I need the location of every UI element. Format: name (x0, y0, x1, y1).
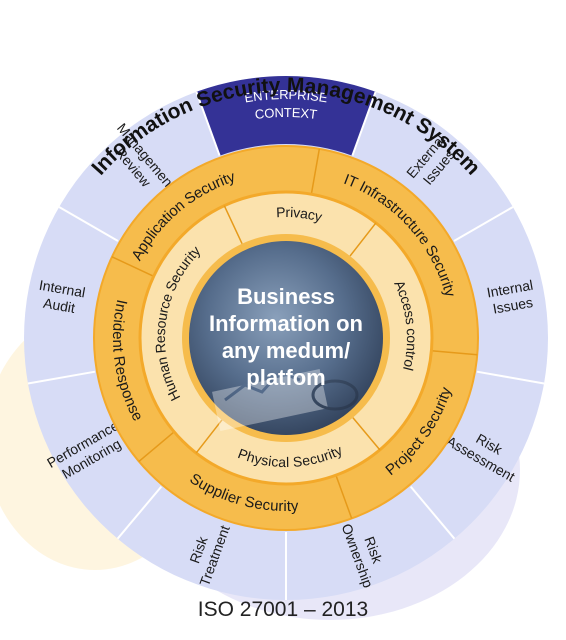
middle-ring-divider (138, 431, 175, 462)
inner-ring-label-privacy: Privacy (276, 204, 324, 225)
inner-ring-dividers (195, 205, 381, 454)
center-text-line-2: Information on (209, 311, 363, 336)
inner-ring-divider (195, 419, 223, 454)
middle-ring-dividers (111, 148, 478, 519)
outer-ring-divider (453, 206, 514, 242)
inner-ring-divider (223, 205, 243, 245)
outer-ring-divider (116, 485, 163, 540)
center-text-line-1: Business (237, 284, 335, 309)
middle-ring-divider (335, 474, 353, 519)
center-text-line-4: platfom (246, 365, 325, 390)
outer-ring-divider (195, 91, 221, 157)
outer-ring-divider (476, 370, 545, 385)
footer-standard: ISO 27001 – 2013 (197, 598, 369, 621)
segment-label-line: Internal (485, 277, 534, 301)
outer-ring-divider (27, 370, 96, 385)
center-image-decoration (212, 369, 359, 431)
middle-ring-border (93, 145, 479, 531)
middle-ring-divider (310, 148, 321, 195)
outer-ring-segment-enterprise-context[interactable] (196, 76, 376, 156)
outer-ring-divider (409, 485, 456, 540)
segment-label-line: Internal (38, 277, 87, 301)
segment-label-line-context: CONTEXT (254, 105, 318, 122)
segment-label-line: Audit (42, 295, 76, 316)
middle-ring-divider (431, 349, 478, 356)
segment-label-line: Issues (491, 294, 534, 317)
center-image (189, 241, 383, 435)
inner-ring-divider (352, 417, 381, 451)
outer-ring-divider (351, 91, 377, 157)
inner-ring-border (138, 190, 434, 486)
center-text-line-3: any medum/ (222, 338, 350, 363)
inner-ring-divider (349, 222, 377, 257)
outer-ring-dividers (27, 91, 545, 600)
middle-ring-divider (111, 256, 154, 277)
outer-ring-divider (58, 206, 119, 242)
segment-label-line-enterprise: ENTERPRISE (243, 87, 329, 106)
